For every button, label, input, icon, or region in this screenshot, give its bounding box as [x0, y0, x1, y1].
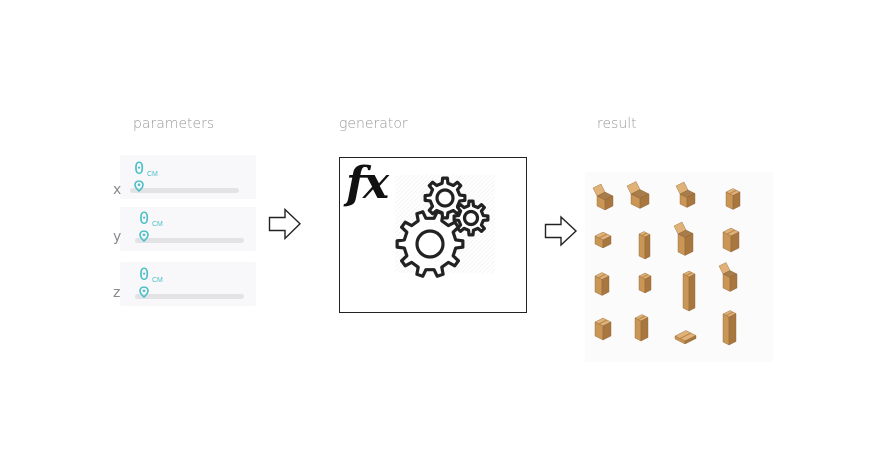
boxes-grid	[585, 172, 773, 362]
slider-track-z[interactable]	[135, 294, 244, 299]
cardboard-box-icon	[722, 310, 737, 346]
cardboard-box-icon	[718, 262, 738, 292]
parameters-title: parameters	[133, 116, 215, 132]
cardboard-box-icon	[673, 221, 694, 256]
slider-value-y: 0	[139, 209, 150, 229]
cardboard-box-icon	[675, 181, 696, 208]
gears-icon	[395, 175, 495, 278]
axis-label-y: y	[113, 229, 122, 245]
generator-box: fx	[339, 157, 527, 313]
cardboard-box-icon	[682, 270, 696, 312]
map-pin-icon[interactable]	[134, 180, 144, 192]
cardboard-box-icon	[638, 272, 652, 294]
axis-label-x: x	[113, 182, 122, 198]
cardboard-box-icon	[594, 317, 612, 341]
large-gear-hole	[415, 229, 445, 259]
slider-track-x[interactable]	[130, 188, 239, 193]
slider-track-y[interactable]	[135, 238, 244, 243]
slider-value-z: 0	[139, 265, 150, 285]
right-outline-arrow-icon	[268, 207, 302, 241]
cardboard-box-icon	[594, 231, 612, 249]
slider-value-x: 0	[134, 159, 145, 179]
medium-gear-hole	[435, 188, 455, 208]
map-pin-icon[interactable]	[139, 230, 149, 242]
axis-label-z: z	[113, 285, 121, 301]
cardboard-box-icon	[626, 181, 650, 209]
right-outline-arrow-icon	[544, 215, 578, 247]
slider-panel-y	[120, 207, 256, 251]
cardboard-box-icon	[634, 314, 649, 342]
cardboard-box-icon	[674, 330, 697, 345]
generator-title: generator	[339, 116, 408, 132]
cardboard-box-icon	[638, 231, 651, 260]
slider-unit-y: CM	[152, 221, 163, 228]
slider-unit-z: CM	[152, 277, 163, 284]
result-title: result	[597, 116, 637, 132]
slider-unit-x: CM	[147, 171, 158, 178]
cardboard-box-icon	[725, 188, 741, 210]
formula-fx: fx	[346, 158, 389, 209]
cardboard-box-icon	[594, 272, 610, 296]
small-gear-hole	[462, 209, 480, 227]
map-pin-icon[interactable]	[139, 286, 149, 298]
cardboard-box-icon	[722, 227, 740, 253]
cardboard-box-icon	[592, 183, 614, 211]
